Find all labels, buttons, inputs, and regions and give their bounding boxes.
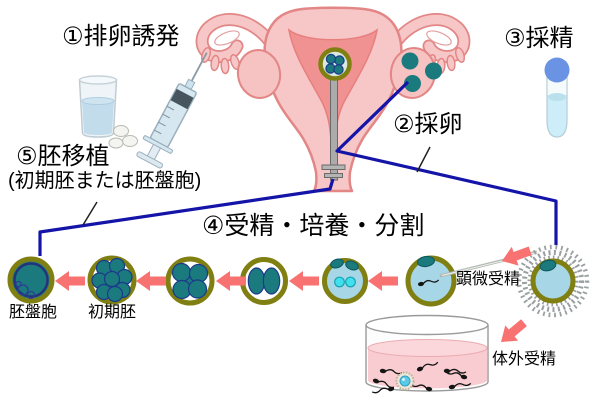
- label-step4-fertilization-culture-division: ④受精・培養・分割: [202, 212, 425, 240]
- retrieved-oocyte-icon: [516, 244, 590, 318]
- ovary-egg-cells: [401, 52, 442, 92]
- leader-line-step5: [82, 201, 98, 226]
- sample-tube-icon: [544, 57, 570, 138]
- flow-line-embryo-transfer: [38, 178, 335, 256]
- left-ovary: [236, 49, 282, 99]
- embryo-stage-early-embryo: [87, 255, 137, 305]
- arrow-to-icsi-icon: [498, 241, 534, 271]
- leader-line-step2: [416, 146, 431, 173]
- left-arrow-icon: [55, 271, 85, 291]
- left-arrow-icon: [136, 271, 166, 291]
- label-step5-embryo-transfer: ⑤胚移植: [16, 143, 110, 170]
- water-glass-icon: [78, 75, 118, 138]
- arrow-to-dish-icon: [494, 315, 531, 350]
- embryo-in-uterus: [318, 47, 352, 81]
- label-step1-ovulation-induction: ①排卵誘発: [62, 23, 180, 50]
- label-conventional-ivf: 体外受精: [492, 351, 557, 368]
- embryo-stage-pronuclear: [322, 258, 368, 304]
- flow-line-egg-retrieval: [335, 80, 558, 245]
- label-icsi: 顕微受精: [456, 271, 521, 288]
- label-step3-sperm-collection: ③採精: [504, 25, 574, 52]
- pill-tablets-icon: [108, 125, 138, 149]
- label-step2-egg-retrieval: ②採卵: [393, 111, 463, 138]
- embryo-stage-blastocyst: [7, 256, 55, 304]
- syringe-icon: [136, 52, 208, 169]
- left-arrow-icon: [289, 271, 319, 291]
- label-step5-note: (初期胚または胚盤胞): [8, 170, 202, 192]
- label-blastocyst: 胚盤胞: [9, 304, 58, 321]
- left-arrow-icon: [368, 271, 398, 291]
- culture-dish-icon: [365, 314, 489, 396]
- label-early-embryo: 初期胚: [88, 304, 137, 321]
- egg-in-dish: [395, 371, 415, 391]
- embryo-stage-four-cell: [165, 256, 215, 306]
- embryo-stage-two-cell: [240, 257, 288, 305]
- uterus-illustration: [195, 6, 471, 193]
- embryo-stage-icsi-egg: [405, 250, 538, 307]
